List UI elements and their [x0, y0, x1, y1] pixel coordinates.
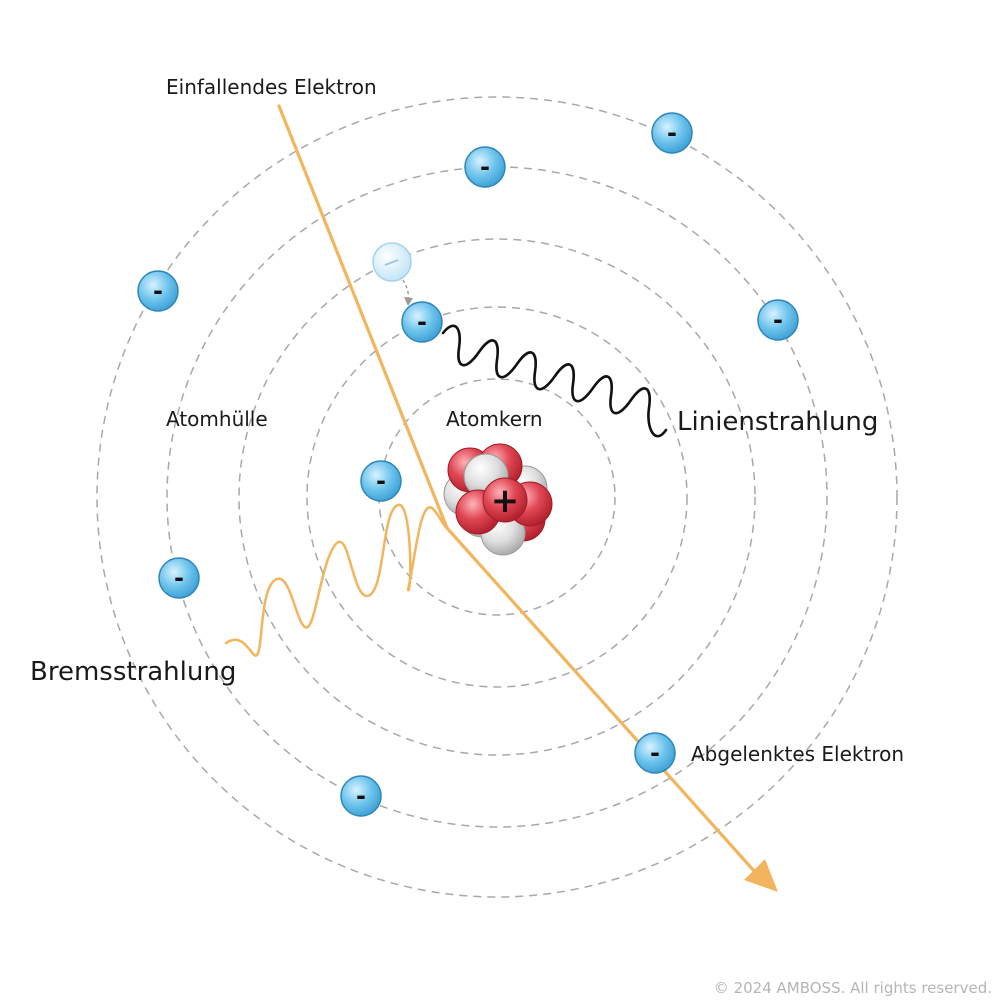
copyright-notice: © 2024 AMBOSS. All rights reserved.: [714, 979, 992, 997]
electron-ghost-dash: [384, 259, 399, 266]
electron-transition: [372, 242, 413, 306]
label-incoming-electron: Einfallendes Elektron: [166, 75, 377, 99]
label-bremsstrahlung: Bremsstrahlung: [30, 657, 236, 687]
orbit-shell-5: [96, 96, 898, 898]
deflected-electron-arrowhead: [744, 859, 778, 892]
electron: -: [340, 775, 382, 817]
orbit-shell-3: [238, 238, 756, 756]
electron-charge: -: [417, 308, 427, 336]
deflected-electron-path: [445, 526, 757, 874]
electron: -: [401, 301, 443, 343]
orbit-shells: [96, 96, 898, 898]
label-deflected-electron: Abgelenktes Elektron: [691, 742, 904, 766]
electron: -: [464, 146, 506, 188]
electron: -: [757, 299, 799, 341]
electron-path: [277, 104, 757, 874]
electron: -: [158, 557, 200, 599]
electron-charge: -: [480, 153, 490, 181]
bremsstrahlung-wave: [224, 503, 449, 657]
orbit-shell-2: [306, 306, 688, 688]
line-radiation-wave: [441, 324, 668, 438]
label-line-radiation: Linienstrahlung: [677, 407, 878, 437]
nucleus-charge: +: [491, 481, 520, 521]
electron-charge: -: [650, 739, 660, 767]
transition-arrowhead: [404, 297, 413, 306]
electron: -: [651, 112, 693, 154]
electron-charge: -: [356, 782, 366, 810]
electron-charge: -: [773, 306, 783, 334]
label-shell: Atomhülle: [166, 407, 268, 431]
nucleus: +: [443, 443, 553, 556]
label-nucleus: Atomkern: [446, 407, 543, 431]
electron-charge: -: [376, 467, 386, 495]
deflected-electron: -: [634, 732, 676, 774]
electrons: - - - - - - - -: [137, 112, 799, 817]
incoming-electron-path: [277, 104, 449, 530]
proton-center: [482, 477, 528, 523]
electron-charge: -: [667, 119, 677, 147]
electron-charge: -: [153, 277, 163, 305]
transition-arrow: [402, 279, 410, 301]
electron: -: [360, 460, 402, 502]
electron-charge: -: [174, 564, 184, 592]
electron: -: [137, 270, 179, 312]
